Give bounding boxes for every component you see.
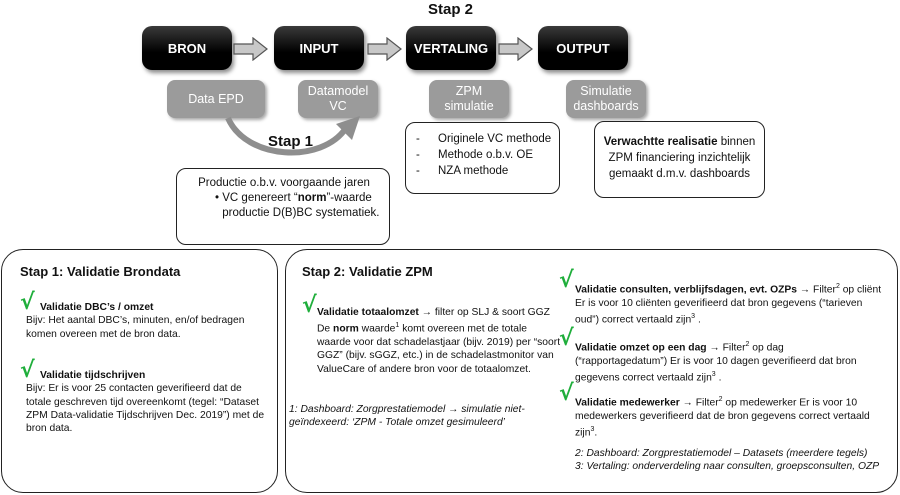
sub-zpm-simulatie: ZPM simulatie <box>429 80 509 118</box>
sub-line: VC <box>329 99 347 113</box>
stage-bron: BRON <box>142 26 232 70</box>
flow-arrow-2 <box>367 37 402 61</box>
panel1-title: Stap 1: Validatie Brondata <box>20 264 181 279</box>
productie-bullet: • VC genereert “norm”-waarde productie D… <box>215 192 380 219</box>
productie-line: Productie o.b.v. voorgaande jaren <box>198 177 370 189</box>
footnote-3: 3: Vertaling: onderverdeling naar consul… <box>575 461 880 472</box>
sub-simulatie-dashboards: Simulatie dashboards <box>566 80 646 118</box>
panel-validatie-brondata: Stap 1: Validatie Brondata √ Validatie D… <box>1 249 278 493</box>
sub-line: ZPM <box>455 84 483 98</box>
footnote-2: 2: Dashboard: Zorgprestatiemodel – Datas… <box>575 448 868 459</box>
stap2-title: Stap 2 <box>428 1 474 18</box>
stap1-curved-arrow <box>225 116 360 156</box>
checkmark-icon: √ <box>559 381 574 406</box>
validatie-medewerker-item: Validatie medewerker → Filter2 op medewe… <box>575 396 870 439</box>
output-bold: Verwachtte realisatie <box>603 136 718 148</box>
output-text: binnen ZPM financiering inzichtelijk gem… <box>608 136 756 180</box>
list-item: -NZA methode <box>416 165 509 177</box>
checkmark-icon: √ <box>20 358 35 383</box>
sub-line: Data EPD <box>188 91 244 106</box>
checkmark-icon: √ <box>559 268 574 293</box>
sub-line: simulatie <box>444 99 494 113</box>
stage-vertaling: VERTALING <box>406 26 496 70</box>
sub-data-epd: Data EPD <box>167 80 265 118</box>
panel2-title: Stap 2: Validatie ZPM <box>302 264 433 279</box>
list-item: -Methode o.b.v. OE <box>416 149 534 161</box>
list-item: -Originele VC methode <box>416 133 552 145</box>
sub-datamodel-vc: Datamodel VC <box>298 80 378 118</box>
stage-input: INPUT <box>274 26 364 70</box>
panel-validatie-zpm: Stap 2: Validatie ZPM √ Validatie totaal… <box>285 249 898 493</box>
validatie-dbc-item: Validatie DBC’s / omzet Bijv: Het aantal… <box>26 302 245 340</box>
flow-arrow-1 <box>233 37 268 61</box>
validatie-tijdschrijven-item: Validatie tijdschrijven Bijv: Er is voor… <box>26 370 265 435</box>
productie-box: Productie o.b.v. voorgaande jaren • VC g… <box>176 168 390 245</box>
flow-arrow-3 <box>498 37 533 61</box>
checkmark-icon: √ <box>559 326 574 351</box>
output-expectation-box: Verwachtte realisatie binnen ZPM financi… <box>594 121 765 198</box>
stage-output: OUTPUT <box>538 26 628 70</box>
validatie-totaalomzet-item: Validatie totaalomzet → filter op SLJ & … <box>317 307 561 375</box>
stap1-title: Stap 1 <box>268 133 314 150</box>
sub-line: Datamodel <box>307 84 369 98</box>
checkmark-icon: √ <box>302 293 317 318</box>
sub-line: dashboards <box>573 99 639 113</box>
sub-line: Simulatie <box>580 84 632 98</box>
footnote-1: 1: Dashboard: Zorgprestatiemodel → simul… <box>289 404 525 429</box>
vertaling-methods-box: -Originele VC methode -Methode o.b.v. OE… <box>405 122 560 194</box>
checkmark-icon: √ <box>20 290 35 315</box>
validatie-omzet-dag-item: Validatie omzet op een dag → Filter2 op … <box>575 341 857 384</box>
validatie-consulten-item: Validatie consulten, verblijfsdagen, evt… <box>575 283 882 326</box>
